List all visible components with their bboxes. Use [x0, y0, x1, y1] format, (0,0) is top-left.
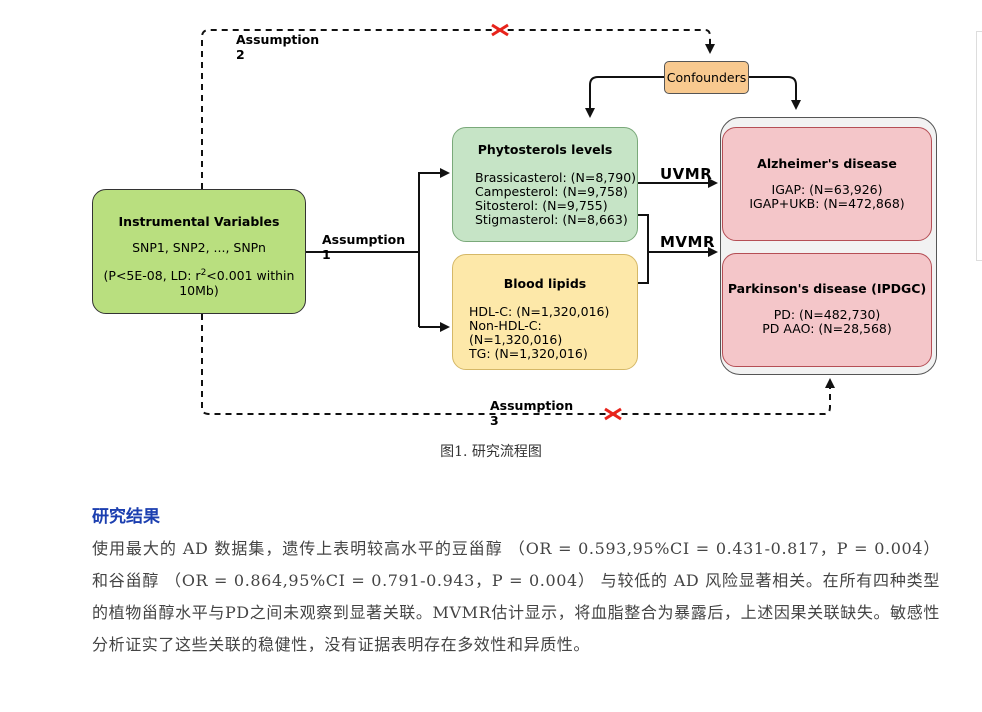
instrumental-variables-box: Instrumental Variables SNP1, SNP2, ..., … — [92, 189, 306, 314]
assumption3-label: Assumption 3 — [490, 398, 574, 428]
phytosterols-title: Phytosterols levels — [477, 142, 613, 157]
cross-icon-assumption2 — [491, 23, 509, 37]
alzheimers-title: Alzheimer's disease — [757, 156, 897, 171]
confounders-box: Confounders — [664, 61, 749, 94]
cross-icon-assumption3 — [604, 407, 622, 421]
phyto-item: Stigmasterol: (N=8,663) — [475, 212, 628, 227]
assumption3-path — [201, 314, 835, 415]
phyto-item: Brassicasterol: (N=8,790) — [475, 170, 637, 185]
phyto-item: Campesterol: (N=9,758) — [475, 184, 628, 199]
diagram-connectors — [201, 23, 835, 421]
section-title: 研究结果 — [92, 507, 160, 527]
blood-lipids-title: Blood lipids — [503, 276, 587, 291]
figure-caption: 图1. 研究流程图 — [440, 444, 542, 460]
blood-lipids-box: Blood lipids HDL-C: (N=1,320,016) Non-HD… — [452, 254, 638, 370]
alzheimers-box: Alzheimer's disease IGAP: (N=63,926) IGA… — [722, 127, 932, 241]
ad-item: IGAP+UKB: (N=472,868) — [749, 196, 905, 211]
iv-title: Instrumental Variables — [118, 214, 280, 229]
confounder-arrow-right — [749, 76, 801, 110]
confounder-arrow-left — [585, 76, 664, 118]
results-paragraph: 使用最大的 AD 数据集，遗传上表明较高水平的豆甾醇 （OR = 0.593,9… — [92, 539, 940, 654]
lipid-item: HDL-C: (N=1,320,016) — [469, 304, 610, 319]
mvmr-label: MVMR — [660, 233, 716, 251]
lipid-item: TG: (N=1,320,016) — [469, 346, 588, 361]
parkinsons-title: Parkinson's disease (IPDGC) — [727, 281, 927, 296]
assumption1-label: Assumption 1 — [322, 232, 406, 262]
iv-threshold: (P<5E-08, LD: r2<0.001 within 10Mb) — [103, 268, 295, 299]
pd-item: PD AAO: (N=28,568) — [762, 321, 892, 336]
assumption2-path — [201, 29, 715, 189]
iv-snps: SNP1, SNP2, ..., SNPn — [132, 240, 266, 255]
scrollbar[interactable] — [976, 31, 982, 261]
lipid-item: Non-HDL-C: (N=1,320,016) — [469, 318, 563, 347]
assumption2-label: Assumption 2 — [236, 32, 320, 62]
mvmr-bracket — [638, 214, 716, 284]
pd-item: PD: (N=482,730) — [773, 307, 881, 322]
uvmr-label: UVMR — [660, 165, 713, 183]
phytosterols-box: Phytosterols levels Brassicasterol: (N=8… — [452, 127, 638, 242]
assumption1-connector — [306, 172, 420, 327]
parkinsons-box: Parkinson's disease (IPDGC) PD: (N=482,7… — [722, 253, 932, 367]
ad-item: IGAP: (N=63,926) — [771, 182, 883, 197]
phyto-item: Sitosterol: (N=9,755) — [475, 198, 608, 213]
